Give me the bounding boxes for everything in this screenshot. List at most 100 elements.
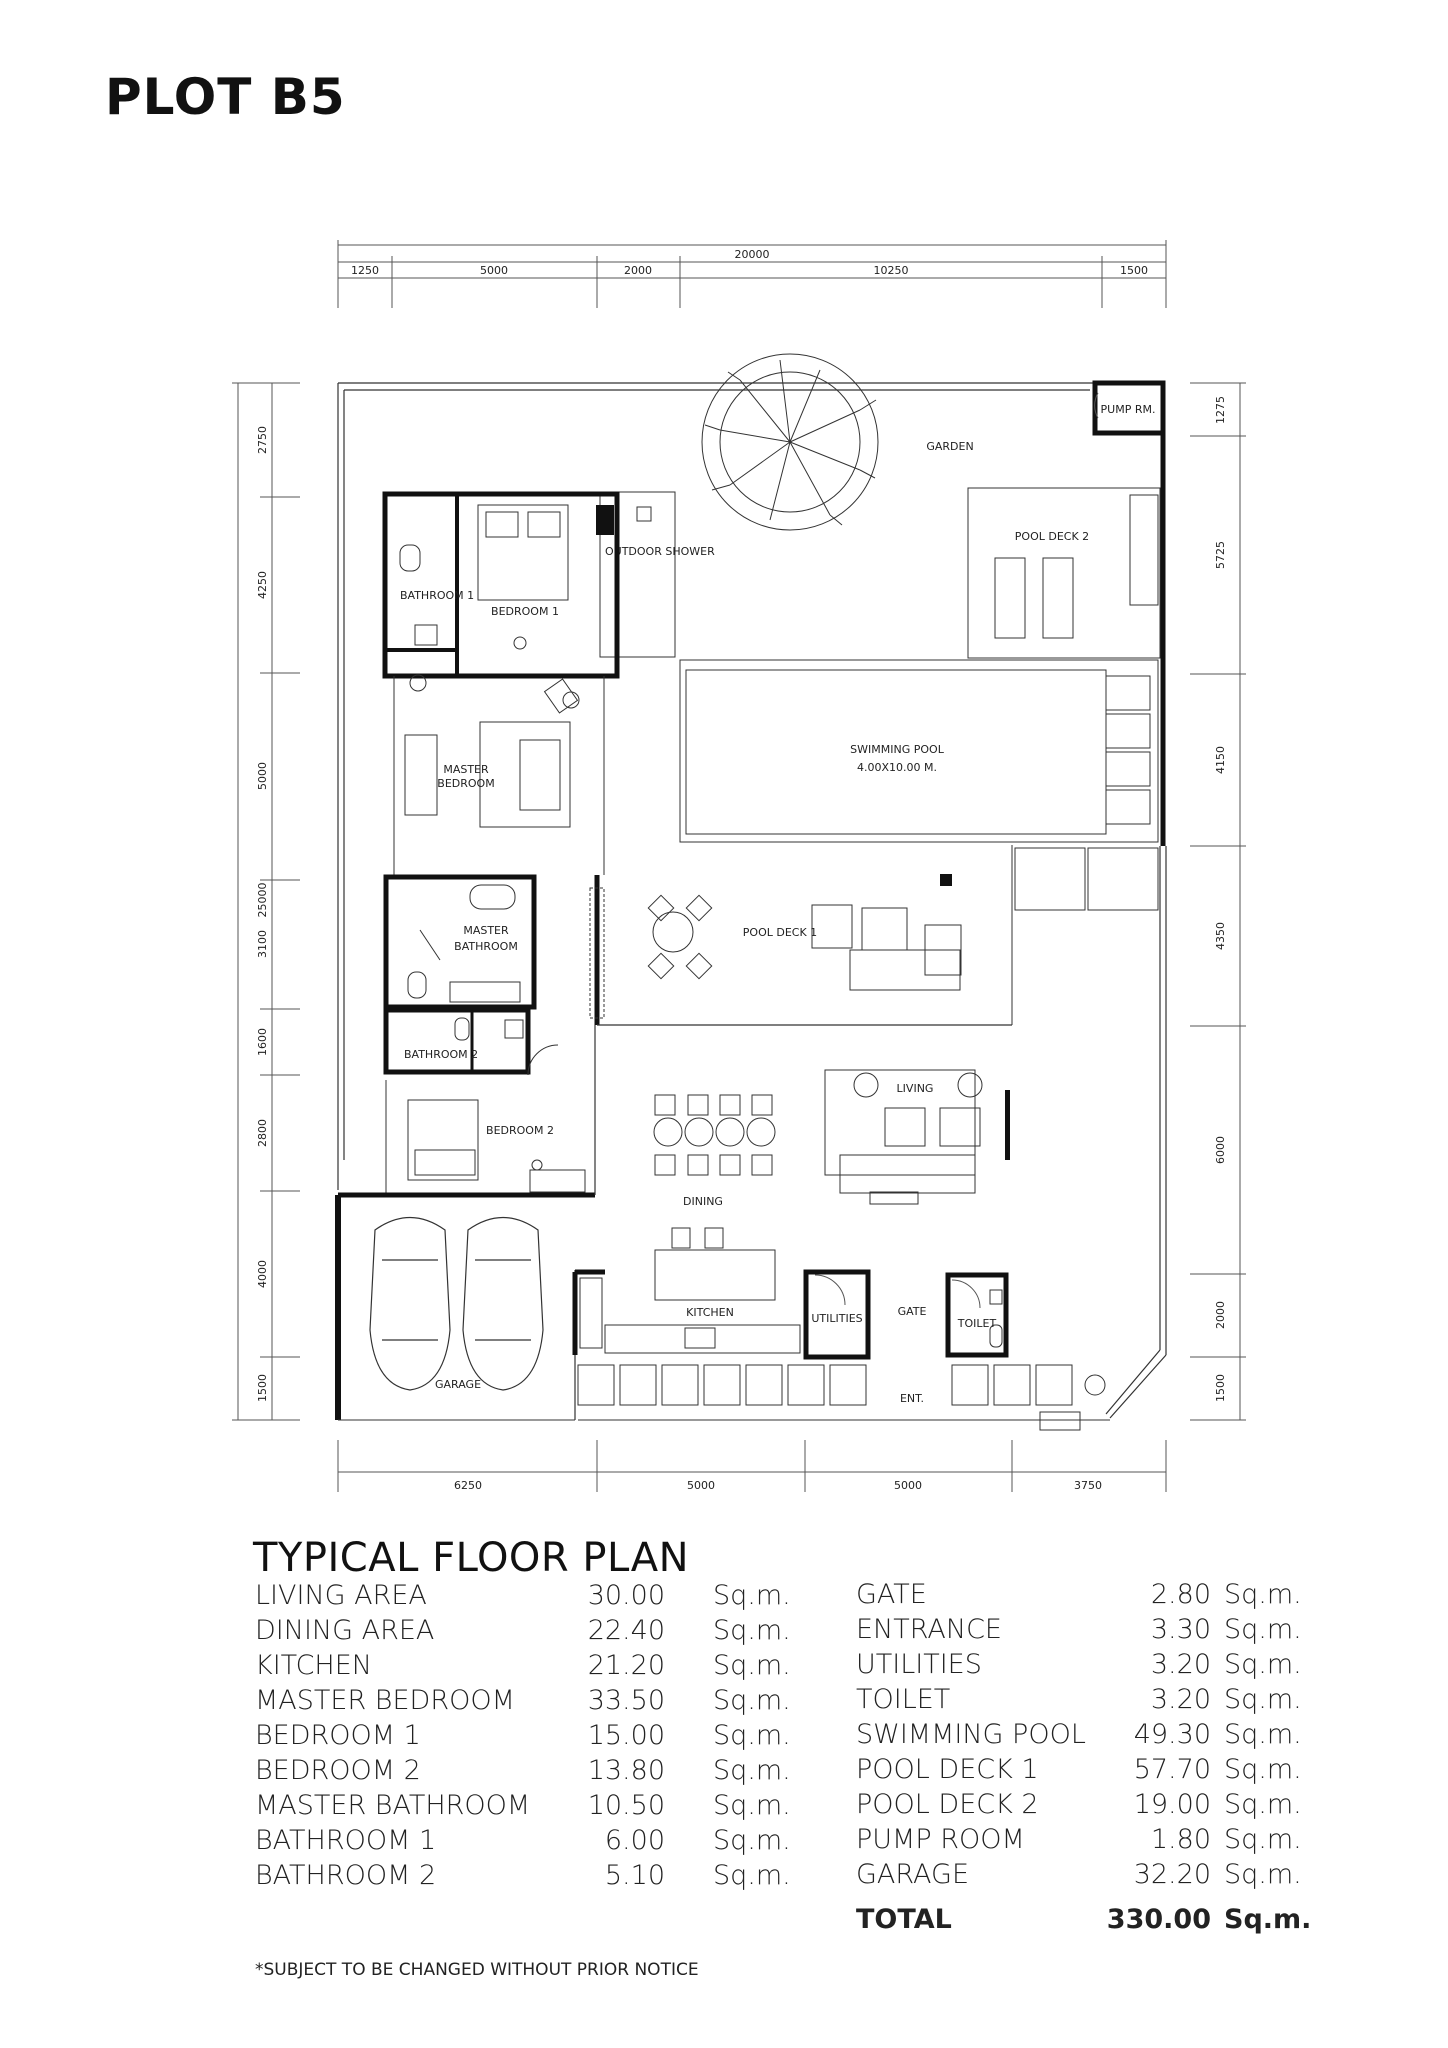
schedule-value: 2.80	[1150, 1579, 1211, 1610]
schedule-unit: Sq.m.	[713, 1825, 791, 1856]
label-master-bathroom-line-1: MASTER	[463, 924, 509, 937]
bedroom-1-block	[382, 491, 620, 679]
schedule-value: 10.50	[587, 1790, 665, 1821]
dim-left-2: 4250	[256, 571, 269, 599]
schedule-unit: Sq.m.	[713, 1615, 791, 1646]
label-kitchen: KITCHEN	[686, 1306, 734, 1319]
dim-left-5: 1600	[256, 1028, 269, 1056]
schedule-label: MASTER BEDROOM	[255, 1685, 515, 1716]
label-master-bedroom-line-1: MASTER	[443, 763, 489, 776]
pool-deck-1	[647, 845, 1159, 1025]
schedule-value: 1.80	[1150, 1824, 1211, 1855]
label-dining: DINING	[683, 1195, 723, 1208]
label-bedroom-1: BEDROOM 1	[491, 605, 559, 618]
schedule-value: 21.20	[587, 1650, 665, 1681]
schedule-total-label: TOTAL	[856, 1904, 952, 1935]
label-garage: GARAGE	[435, 1378, 481, 1391]
dim-left-total: 25000	[256, 883, 269, 918]
dim-bottom-2: 5000	[687, 1479, 715, 1492]
schedule-label: BEDROOM 2	[255, 1755, 421, 1786]
schedule-value: 57.70	[1133, 1754, 1211, 1785]
dim-left-4: 3100	[256, 930, 269, 958]
schedule-value: 15.00	[587, 1720, 665, 1751]
disclaimer-note: *SUBJECT TO BE CHANGED WITHOUT PRIOR NOT…	[255, 1960, 699, 1980]
label-utilities: UTILITIES	[811, 1312, 862, 1325]
label-entrance: ENT.	[900, 1392, 924, 1405]
schedule-value: 19.00	[1133, 1789, 1211, 1820]
top-dimensions	[337, 240, 1167, 308]
label-toilet: TOILET	[957, 1317, 997, 1330]
living-dining-area	[653, 1069, 983, 1301]
schedule-unit: Sq.m.	[1224, 1649, 1302, 1680]
dim-bottom-4: 3750	[1074, 1479, 1102, 1492]
schedule-unit: Sq.m.	[1224, 1579, 1302, 1610]
label-swimming-pool: SWIMMING POOL	[850, 743, 945, 756]
schedule-unit: Sq.m.	[713, 1685, 791, 1716]
schedule-label: PUMP ROOM	[856, 1824, 1025, 1855]
schedule-value: 22.40	[587, 1615, 665, 1646]
dim-right-5: 6000	[1214, 1136, 1227, 1164]
utilities	[803, 1269, 871, 1360]
label-living: LIVING	[897, 1082, 934, 1095]
schedule-unit: Sq.m.	[1224, 1719, 1302, 1750]
dim-right-3: 4150	[1214, 746, 1227, 774]
label-pool-deck-2: POOL DECK 2	[1015, 530, 1089, 543]
schedule-unit: Sq.m.	[1224, 1684, 1302, 1715]
schedule-label: ENTRANCE	[856, 1614, 1002, 1645]
dim-left-1: 2750	[256, 426, 269, 454]
schedule-value: 3.20	[1150, 1649, 1211, 1680]
schedule-label: POOL DECK 1	[856, 1754, 1039, 1785]
floor-plan-drawing: 20000 1250 5000 2000 10250 1500 6250 500…	[232, 240, 1246, 1492]
dim-bottom-3: 5000	[894, 1479, 922, 1492]
dim-left-3: 5000	[256, 762, 269, 790]
schedule-row: DINING AREA 22.40 Sq.m.	[255, 1613, 815, 1648]
outdoor-shower-area	[599, 491, 676, 658]
toilet	[945, 1272, 1009, 1358]
schedule-value: 32.20	[1133, 1859, 1211, 1890]
schedule-unit: Sq.m.	[713, 1720, 791, 1751]
schedule-label: KITCHEN	[255, 1650, 372, 1681]
master-bedroom-block	[393, 674, 605, 875]
left-dimensions	[232, 382, 300, 1421]
schedule-unit: Sq.m.	[1224, 1614, 1302, 1645]
label-master-bedroom-line-2: BEDROOM	[437, 777, 494, 790]
dim-top-total: 20000	[735, 248, 770, 261]
label-garden: GARDEN	[926, 440, 973, 453]
garden-tree-icon	[701, 353, 879, 531]
master-bathroom-block	[383, 874, 1012, 1026]
label-pool-size: 4.00X10.00 M.	[857, 761, 937, 774]
bedroom-2-block	[338, 1025, 596, 1198]
dim-right-2: 5725	[1214, 541, 1227, 569]
schedule-row: POOL DECK 2 19.00 Sq.m.	[856, 1787, 1306, 1822]
label-bedroom-2: BEDROOM 2	[486, 1124, 554, 1137]
schedule-unit: Sq.m.	[1224, 1789, 1302, 1820]
living-wall-right	[1005, 1090, 1010, 1160]
label-bathroom-1: BATHROOM 1	[400, 589, 474, 602]
schedule-value: 3.30	[1150, 1614, 1211, 1645]
label-gate: GATE	[898, 1305, 927, 1318]
schedule-value: 30.00	[587, 1580, 665, 1611]
schedule-label: DINING AREA	[255, 1615, 435, 1646]
dim-left-6: 2800	[256, 1119, 269, 1147]
pump-room	[1092, 380, 1166, 846]
schedule-title: TYPICAL FLOOR PLAN	[253, 1535, 690, 1581]
schedule-value: 49.30	[1133, 1719, 1211, 1750]
schedule-label: MASTER BATHROOM	[255, 1790, 531, 1821]
right-dimensions	[1190, 382, 1246, 1421]
schedule-label: POOL DECK 2	[856, 1789, 1039, 1820]
dim-top-2: 5000	[480, 264, 508, 277]
